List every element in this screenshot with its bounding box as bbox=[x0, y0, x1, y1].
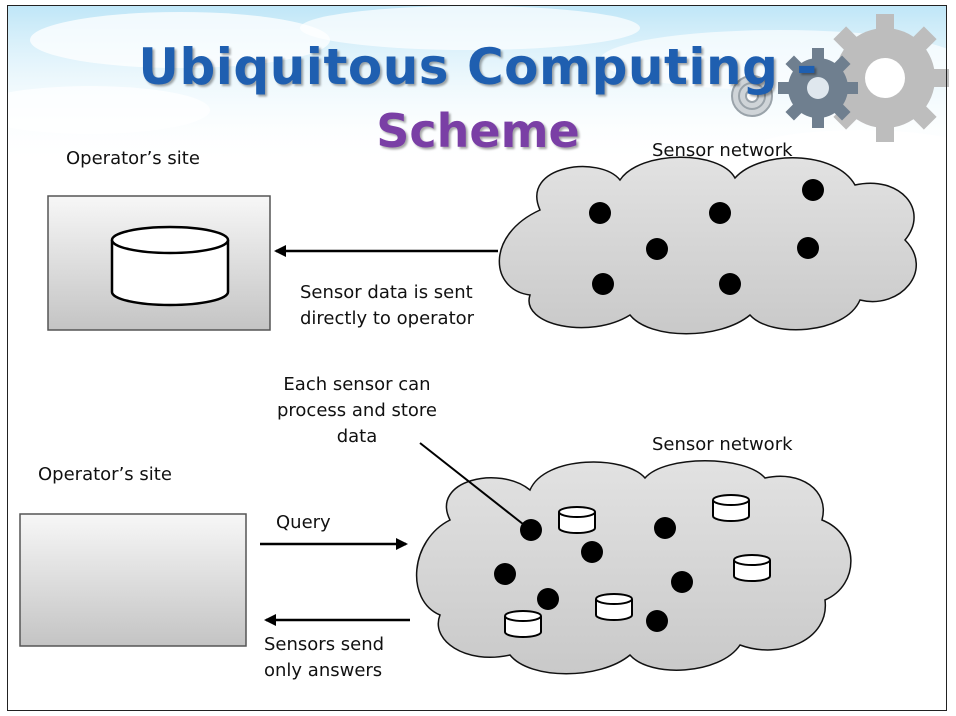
sensor-dot bbox=[581, 541, 603, 563]
bottom-network-label: Sensor network bbox=[652, 434, 793, 455]
top-sensor-dots bbox=[589, 179, 824, 295]
storage-cylinder-icon bbox=[595, 593, 633, 621]
answer-label: Sensors send only answers bbox=[264, 634, 385, 681]
database-icon bbox=[110, 225, 230, 307]
sensor-dot bbox=[654, 517, 676, 539]
sensor-dot bbox=[802, 179, 824, 201]
page-subtitle: Scheme bbox=[376, 104, 580, 158]
sensor-dot bbox=[797, 237, 819, 259]
gear-small-icon bbox=[731, 75, 773, 117]
storage-cylinder-icon bbox=[733, 554, 771, 582]
gears-decoration bbox=[731, 14, 949, 142]
sensor-dot bbox=[709, 202, 731, 224]
storage-cylinder-icon bbox=[558, 506, 596, 534]
sensor-dot bbox=[494, 563, 516, 585]
callout-line bbox=[419, 442, 529, 529]
bottom-operator-label: Operator’s site bbox=[38, 464, 172, 485]
bottom-operator-box bbox=[19, 513, 247, 647]
storage-cylinder-icon bbox=[712, 494, 750, 522]
sensor-dot bbox=[646, 238, 668, 260]
top-sensor-network-cloud bbox=[498, 156, 917, 335]
sensor-dot bbox=[671, 571, 693, 593]
top-network-label: Sensor network bbox=[652, 140, 793, 161]
bottom-sensor-dots bbox=[494, 517, 693, 632]
sensor-dot bbox=[719, 273, 741, 295]
sensor-dot bbox=[646, 610, 668, 632]
sensor-dot bbox=[592, 273, 614, 295]
top-arrow-label: Sensor data is sent directly to operator bbox=[300, 282, 475, 329]
sensor-dot bbox=[537, 588, 559, 610]
storage-cylinder-icon bbox=[504, 610, 542, 638]
bottom-storage-cylinders bbox=[504, 494, 771, 638]
top-operator-label: Operator’s site bbox=[66, 148, 200, 169]
callout-label: Each sensor can process and store data bbox=[276, 374, 437, 447]
page-title: Ubiquitous Computing - bbox=[138, 38, 818, 96]
sensor-dot bbox=[589, 202, 611, 224]
query-label: Query bbox=[276, 512, 331, 533]
sensor-dot bbox=[520, 519, 542, 541]
